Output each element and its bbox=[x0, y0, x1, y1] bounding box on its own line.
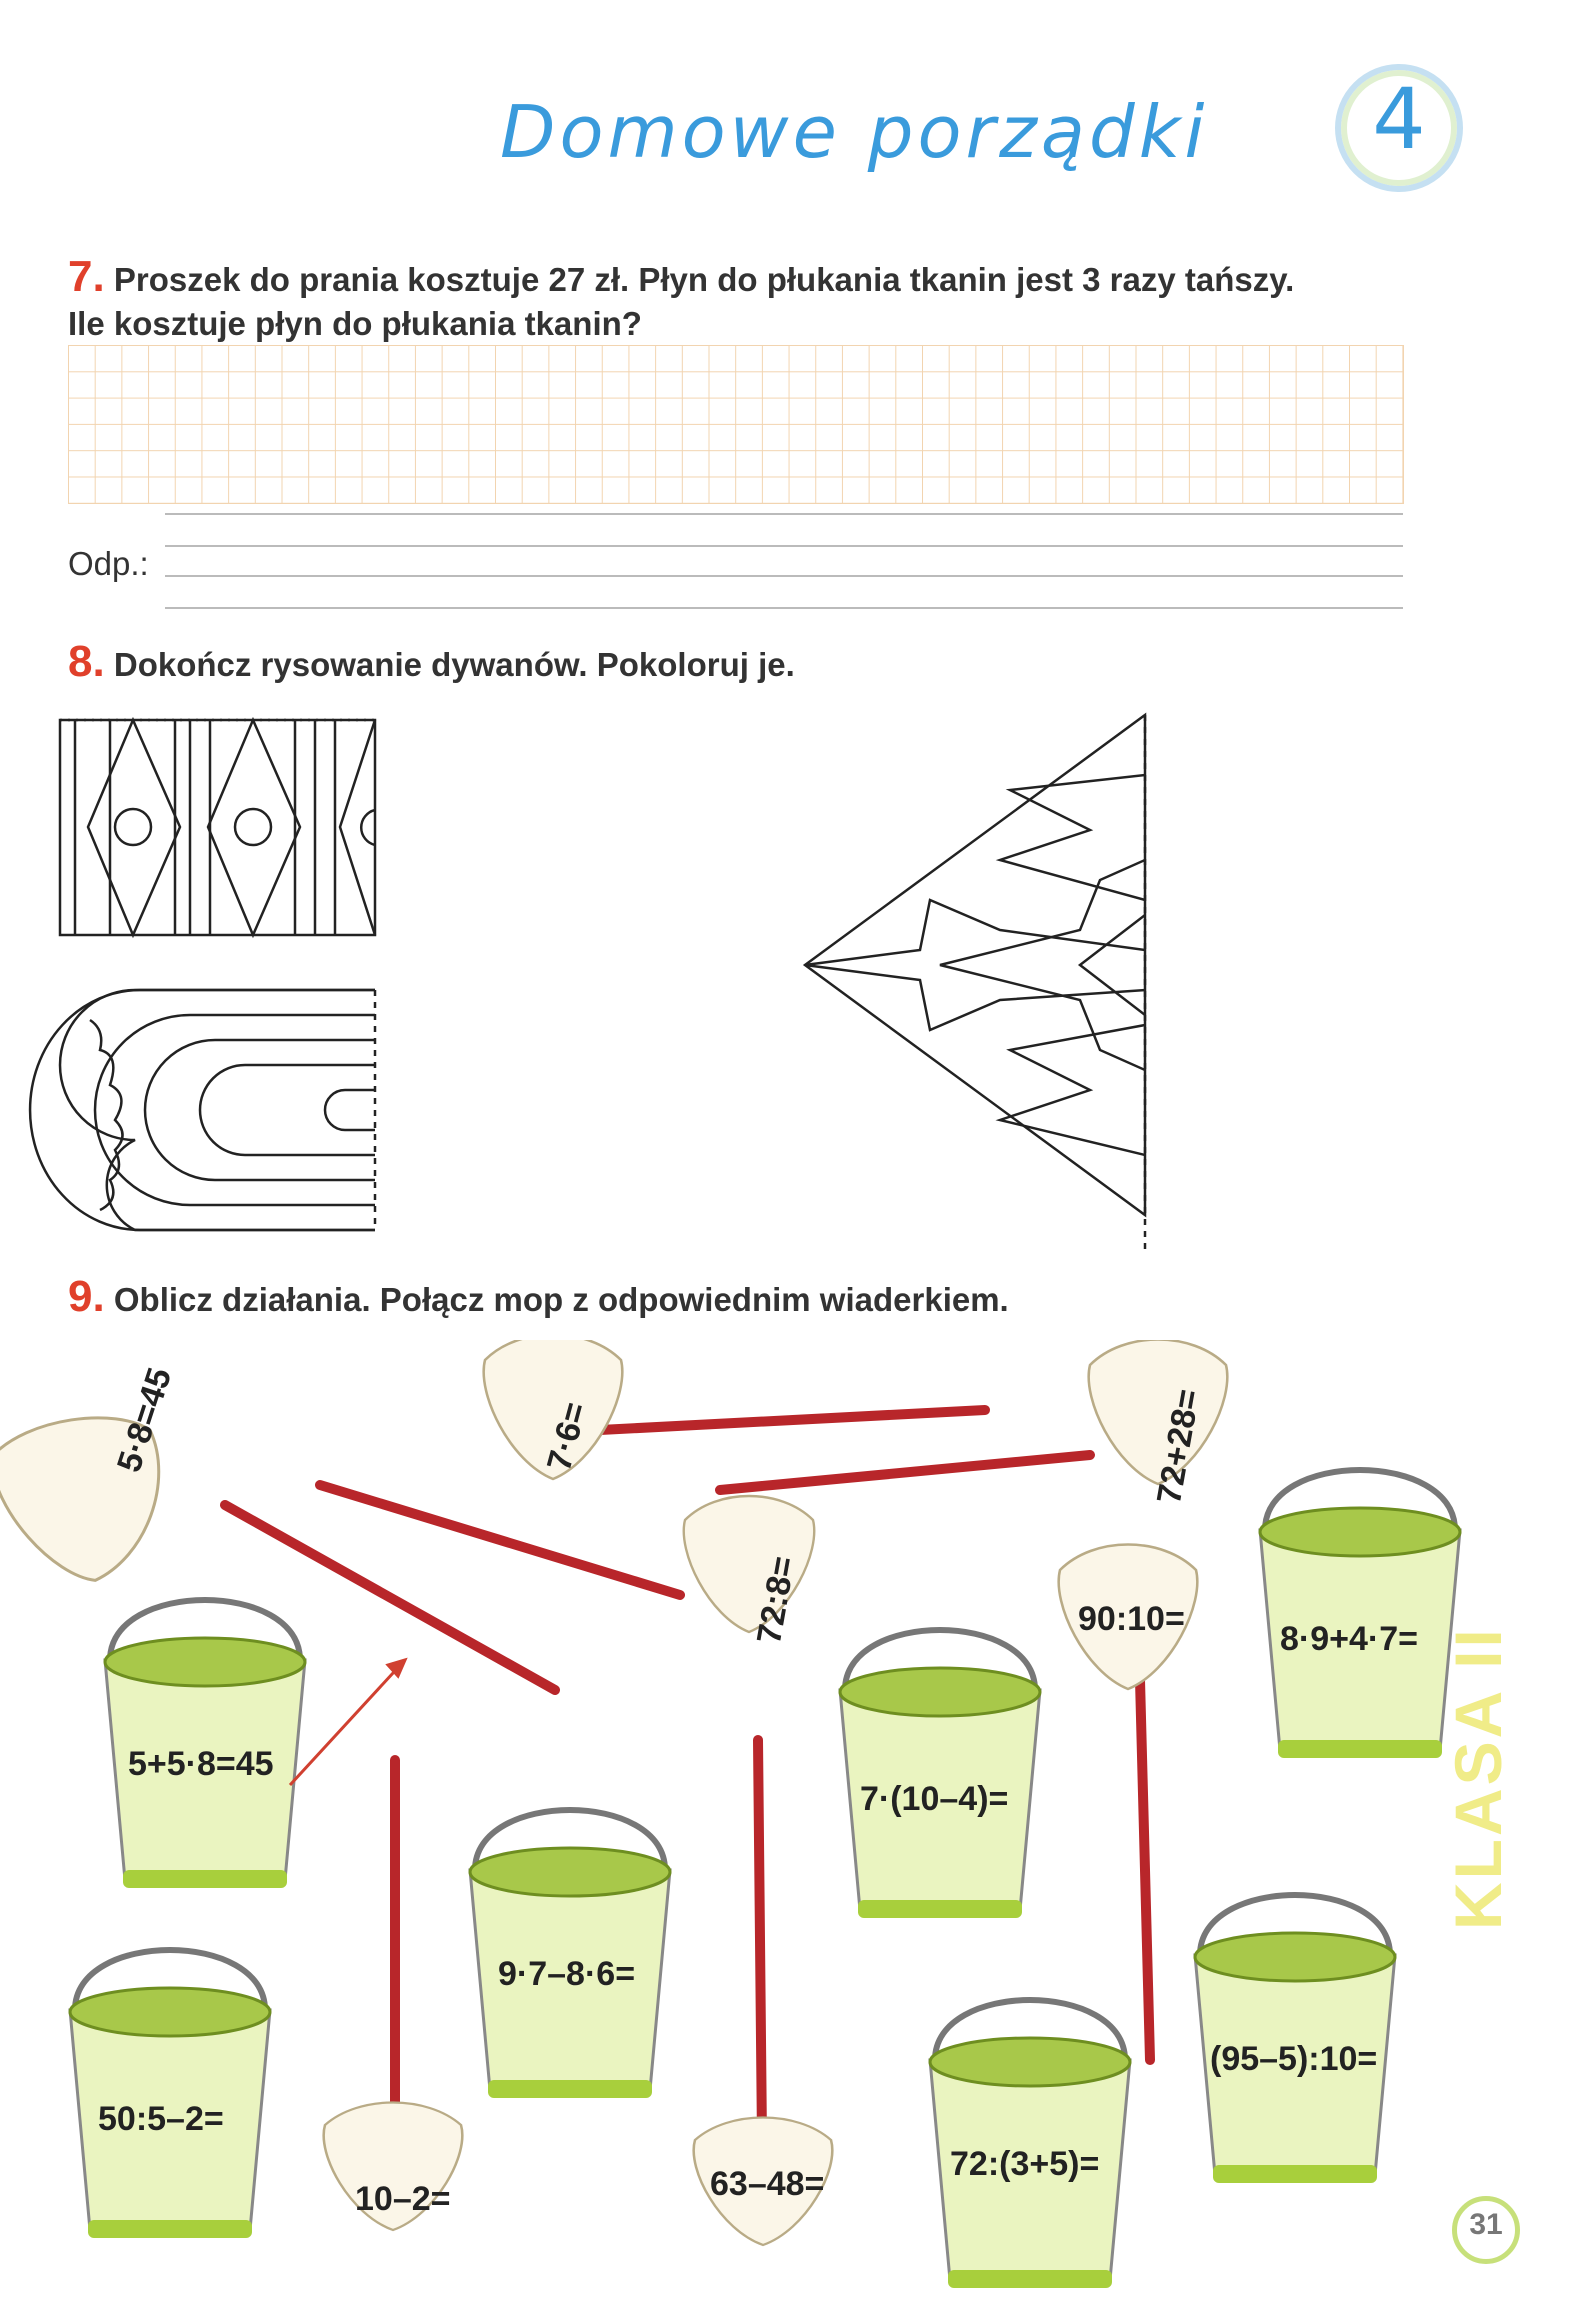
task9-question: 9. Oblicz działania. Połącz mop z odpowi… bbox=[68, 1275, 1009, 1322]
page-number-badge bbox=[1452, 2196, 1520, 2264]
bucket-label-6: (95–5):10= bbox=[1210, 2040, 1378, 2078]
bucket-label-5: 50:5–2= bbox=[98, 2100, 224, 2138]
task7-question: 7. Proszek do prania kosztuje 27 zł. Pły… bbox=[68, 255, 1294, 346]
mop-stick-90div10 bbox=[1135, 1675, 1155, 2065]
carpet-diamonds bbox=[58, 716, 377, 939]
page-title: Domowe porządki bbox=[500, 90, 1209, 174]
mop-stick-72div8 bbox=[315, 1480, 685, 1600]
task7-text-line1: Proszek do prania kosztuje 27 zł. Płyn d… bbox=[113, 261, 1295, 298]
calculation-grid[interactable] bbox=[68, 345, 1404, 504]
bucket-label-2: 8·9+4·7= bbox=[1280, 1620, 1418, 1658]
class-label: KLASA II bbox=[1441, 1626, 1515, 1930]
mop-stick-72plus28 bbox=[715, 1450, 1095, 1495]
bucket-label-4: 9·7–8·6= bbox=[498, 1955, 636, 1993]
task8-text: Dokończ rysowanie dywanów. Pokoloruj je. bbox=[113, 646, 795, 683]
bucket-95minus5div10 bbox=[1195, 1895, 1395, 2183]
mop-stick-7x6 bbox=[595, 1405, 990, 1435]
answer-line-4[interactable] bbox=[165, 607, 1403, 609]
mop-stick-63minus48 bbox=[753, 1735, 767, 2145]
page-number: 31 bbox=[1469, 2208, 1503, 2241]
bucket-9x7minus8x6 bbox=[470, 1810, 670, 2098]
bucket-label-1: 5+5·8=45 bbox=[128, 1745, 274, 1783]
carpet-triangle bbox=[802, 712, 1147, 1250]
bucket-72div3plus5 bbox=[930, 2000, 1130, 2288]
task8-number: 8. bbox=[68, 637, 105, 686]
bucket-label-3: 7·(10–4)= bbox=[860, 1780, 1009, 1818]
bucket-5plus5x8 bbox=[105, 1600, 305, 1888]
mop-label-7: 63–48= bbox=[710, 2165, 825, 2203]
carpet-drawings[interactable] bbox=[0, 690, 1595, 1270]
task9-number: 9. bbox=[68, 1272, 105, 1321]
task9-text: Oblicz działania. Połącz mop z odpowiedn… bbox=[113, 1281, 1009, 1318]
bucket-label-7: 72:(3+5)= bbox=[950, 2145, 1100, 2183]
mop-label-6: 10–2= bbox=[355, 2180, 451, 2218]
bucket-7x10minus4 bbox=[840, 1630, 1040, 1918]
task7-number: 7. bbox=[68, 252, 105, 301]
mops-and-buckets-scene bbox=[0, 1340, 1595, 2320]
unit-badge bbox=[1335, 64, 1463, 192]
bucket-8x9plus4x7 bbox=[1260, 1470, 1460, 1758]
mop-label-5: 90:10= bbox=[1078, 1600, 1185, 1638]
unit-number: 4 bbox=[1372, 70, 1426, 168]
answer-line-2[interactable] bbox=[165, 545, 1403, 547]
carpet-arches bbox=[28, 988, 377, 1232]
answer-line-1[interactable] bbox=[165, 513, 1403, 515]
bucket-50div5minus2 bbox=[70, 1950, 270, 2238]
answer-line-3[interactable] bbox=[165, 575, 1403, 577]
task8-question: 8. Dokończ rysowanie dywanów. Pokoloruj … bbox=[68, 640, 795, 687]
example-arrow bbox=[288, 1657, 408, 1787]
mop-stick-5x8 bbox=[220, 1500, 560, 1695]
answer-label: Odp.: bbox=[68, 545, 149, 582]
task7-text-line2: Ile kosztuje płyn do płukania tkanin? bbox=[68, 305, 642, 342]
